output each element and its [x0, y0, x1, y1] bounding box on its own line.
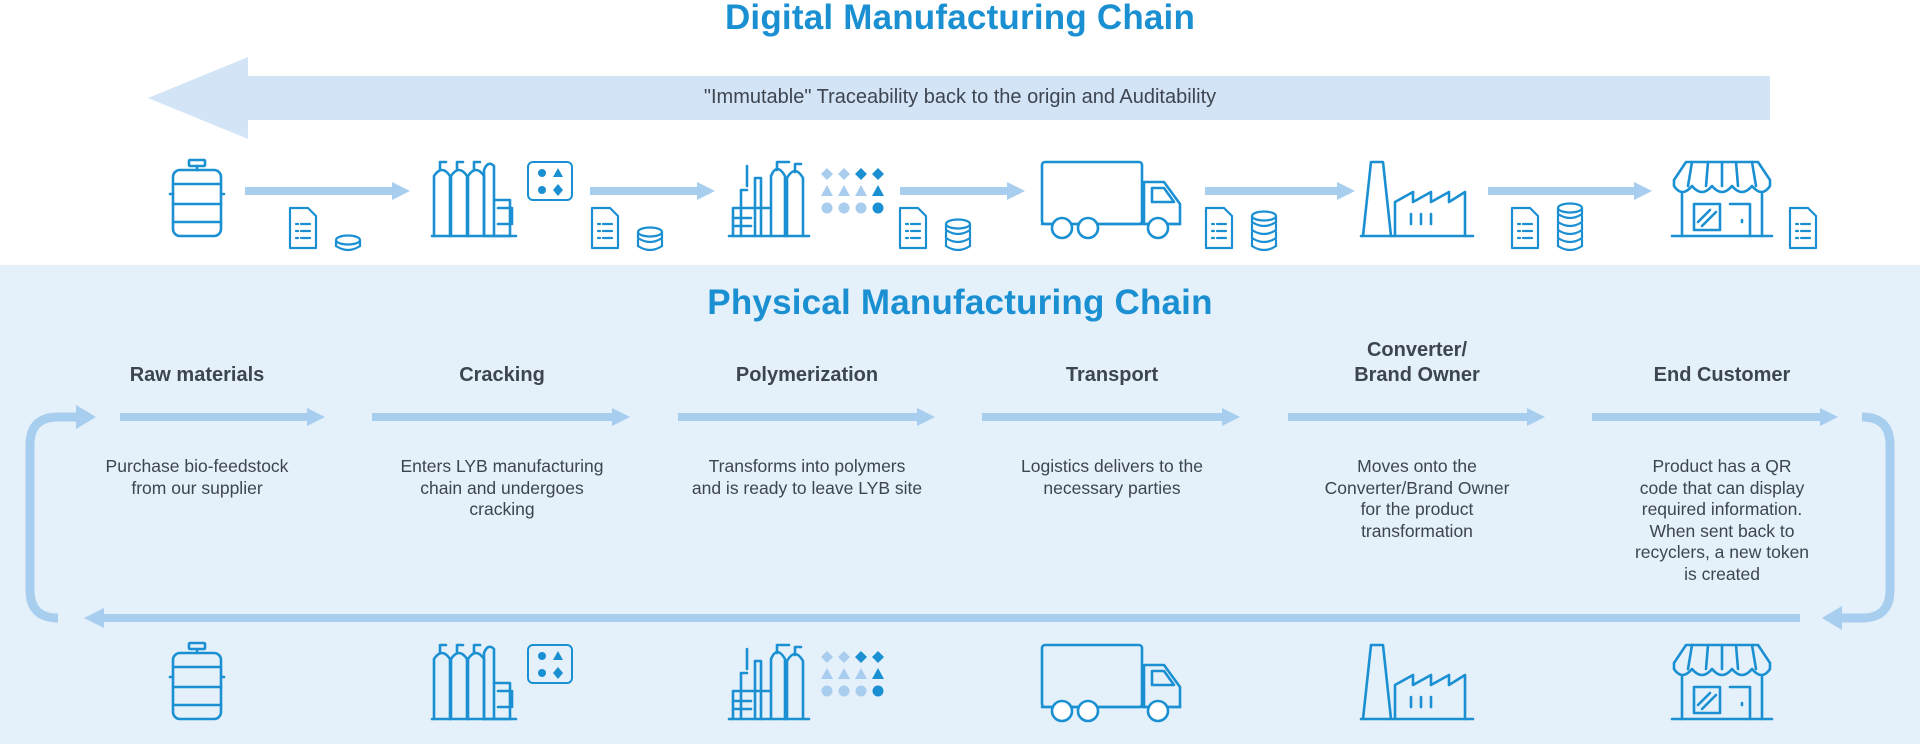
token-stack-icon	[334, 234, 362, 252]
stage-description: Transforms into polymers and is ready to…	[691, 456, 923, 498]
stage-description: Purchase bio-feedstock from our supplier	[105, 456, 289, 498]
physical-flow-arrow	[1288, 408, 1545, 426]
physical-cracking-tanks-icon	[430, 643, 573, 721]
physical-chain-title: Physical Manufacturing Chain	[707, 283, 1213, 322]
stage-label: Polymerization	[735, 364, 879, 386]
physical-truck-icon	[1040, 643, 1182, 723]
digital-chain-title: Digital Manufacturing Chain	[724, 0, 1196, 37]
physical-flow-arrow	[120, 408, 325, 426]
digital-flow-arrow	[1488, 182, 1652, 200]
token-stack-icon	[944, 218, 972, 252]
digital-flow-arrow	[900, 182, 1025, 200]
traceability-arrow	[148, 57, 1770, 139]
token-stack-icon	[1556, 202, 1584, 252]
digital-store-icon	[1670, 160, 1774, 238]
digital-flow-arrow	[245, 182, 410, 200]
physical-flow-arrow	[678, 408, 935, 426]
digital-polymer-plant-icon	[727, 160, 884, 238]
stage-label: Converter/ Brand Owner	[1354, 339, 1480, 386]
physical-flow-arrow	[1592, 408, 1838, 426]
physical-flow-arrow	[982, 408, 1240, 426]
physical-factory-icon	[1359, 643, 1475, 721]
physical-polymer-plant-icon	[727, 643, 884, 721]
digital-factory-icon	[1359, 160, 1475, 238]
document-icon	[1510, 206, 1540, 250]
physical-barrel-icon	[168, 641, 226, 721]
token-stack-icon	[1250, 210, 1278, 252]
document-icon	[288, 206, 318, 250]
physical-flow-arrow	[372, 408, 630, 426]
traceability-banner-text: "Immutable" Traceability back to the ori…	[703, 86, 1217, 108]
stage-label: Transport	[1065, 364, 1159, 386]
document-icon	[590, 206, 620, 250]
physical-chain-panel	[0, 265, 1920, 744]
stage-label: End Customer	[1653, 364, 1791, 386]
stage-label: Raw materials	[129, 364, 265, 386]
digital-barrel-icon	[168, 158, 226, 238]
stage-label: Cracking	[459, 364, 545, 386]
stage-description: Logistics delivers to the necessary part…	[1021, 456, 1203, 498]
stage-description: Enters LYB manufacturing chain and under…	[400, 456, 604, 519]
token-stack-icon	[636, 226, 664, 252]
stage-description: Moves onto the Converter/Brand Owner for…	[1324, 456, 1510, 541]
digital-flow-arrow	[1205, 182, 1355, 200]
return-loop-arrow	[25, 405, 1895, 630]
digital-cracking-tanks-icon	[430, 160, 573, 238]
document-icon	[898, 206, 928, 250]
document-icon	[1204, 206, 1234, 250]
stage-description: Product has a QR code that can display r…	[1634, 456, 1810, 584]
digital-truck-icon	[1040, 160, 1182, 240]
digital-flow-arrow	[590, 182, 715, 200]
document-icon	[1788, 206, 1818, 250]
physical-store-icon	[1670, 643, 1774, 721]
